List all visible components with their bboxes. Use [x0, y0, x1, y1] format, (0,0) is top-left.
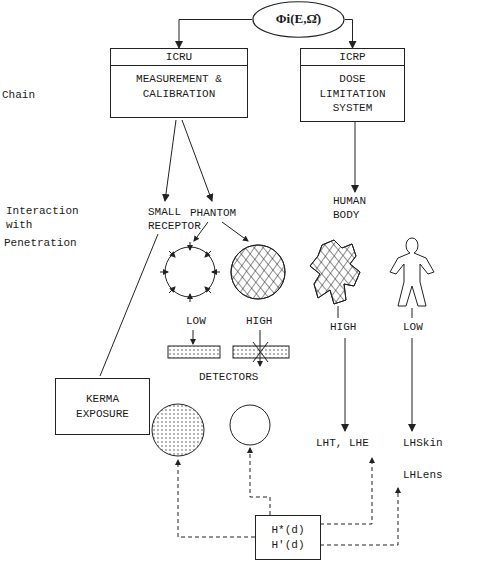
arrow [355, 120, 356, 192]
arrow [222, 222, 248, 241]
penetration-label: HIGH [330, 320, 356, 334]
arrow [182, 120, 212, 201]
phantom-circle [165, 247, 215, 297]
body-outline [390, 238, 434, 306]
phantom-label: PHANTOM [190, 206, 236, 220]
slab [168, 346, 220, 358]
quantity-box: KERMA EXPOSURE [55, 378, 150, 435]
body-hatched [310, 240, 360, 304]
leader-line [100, 234, 158, 376]
connector [345, 20, 353, 49]
detector-dotted [152, 404, 204, 456]
box-heading: ICRP [301, 49, 404, 66]
organisation-box: ICRUMEASUREMENT & CALIBRATION [110, 48, 248, 118]
quantity-label: LHSkin [403, 436, 443, 450]
side-label: Interaction with [6, 204, 86, 233]
penetration-label: LOW [403, 320, 423, 334]
detector [230, 405, 270, 445]
organisation-box: ICRPDOSE LIMITATION SYSTEM [300, 48, 405, 122]
quantity-box: H*(d)H'(d) [255, 515, 321, 560]
source-ellipse: Φi(E,Ω̂) [252, 1, 345, 38]
box-text: MEASUREMENT & CALIBRATION [111, 66, 247, 107]
box-text: DOSE LIMITATION SYSTEM [301, 66, 404, 121]
box-text: H*(d) [271, 523, 304, 537]
quantity-label: LHLens [403, 468, 443, 482]
arrow [165, 120, 176, 201]
box-heading: ICRU [111, 49, 247, 66]
quantity-label: LHT, LHE [316, 436, 369, 450]
penetration-label: HIGH [246, 314, 272, 328]
penetration-label: LOW [186, 314, 206, 328]
side-label: Chain [2, 88, 35, 102]
box-text: Φi(E,Ω̂) [276, 11, 321, 28]
detector-label: DETECTORS [199, 370, 258, 384]
body-label: HUMAN BODY [333, 194, 378, 223]
box-text: H'(d) [271, 538, 304, 552]
connector [179, 20, 252, 49]
box-text: KERMA EXPOSURE [72, 392, 134, 421]
phantom-hatched [231, 245, 285, 299]
side-label: Penetration [4, 236, 77, 250]
